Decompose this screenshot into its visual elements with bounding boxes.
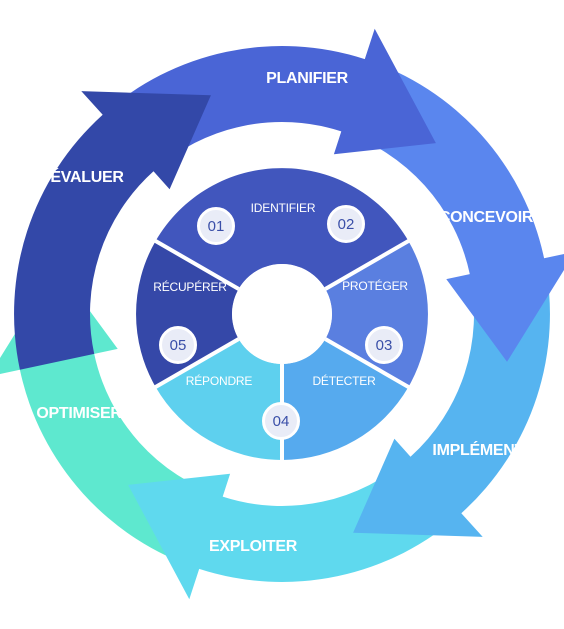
badge-04: 04: [262, 402, 300, 440]
label-implementer: IMPLÉMENTER: [432, 442, 546, 459]
divider-line: [324, 337, 412, 390]
label-repondre: RÉPONDRE: [185, 374, 253, 388]
segment-proteger: [325, 241, 428, 387]
label-concevoir: CONCEVOIR: [438, 209, 534, 226]
divider-line: [152, 337, 240, 390]
label-exploiter: EXPLOITER: [209, 538, 297, 555]
label-evaluer: ÉVALUER: [50, 169, 124, 186]
divider-line: [152, 238, 240, 291]
label-planifier: PLANIFIER: [266, 70, 348, 87]
badge-01: 01: [197, 207, 235, 245]
divider-line: [324, 238, 412, 291]
label-proteger: PROTÉGER: [342, 279, 408, 293]
label-identifier: IDENTIFIER: [250, 201, 316, 215]
badge-05: 05: [159, 326, 197, 364]
arrow-evaluer: [14, 91, 211, 370]
outer-arrows: [0, 28, 564, 600]
segment-identifier: [155, 168, 409, 289]
label-detecter: DÉTECTER: [312, 374, 376, 388]
label-optimiser: OPTIMISER: [36, 405, 122, 422]
badge-02: 02: [327, 205, 365, 243]
label-recuperer: RÉCUPÉRER: [153, 280, 227, 294]
segment-dividers: [152, 238, 412, 462]
badge-03: 03: [365, 326, 403, 364]
center-hole: [232, 264, 332, 364]
